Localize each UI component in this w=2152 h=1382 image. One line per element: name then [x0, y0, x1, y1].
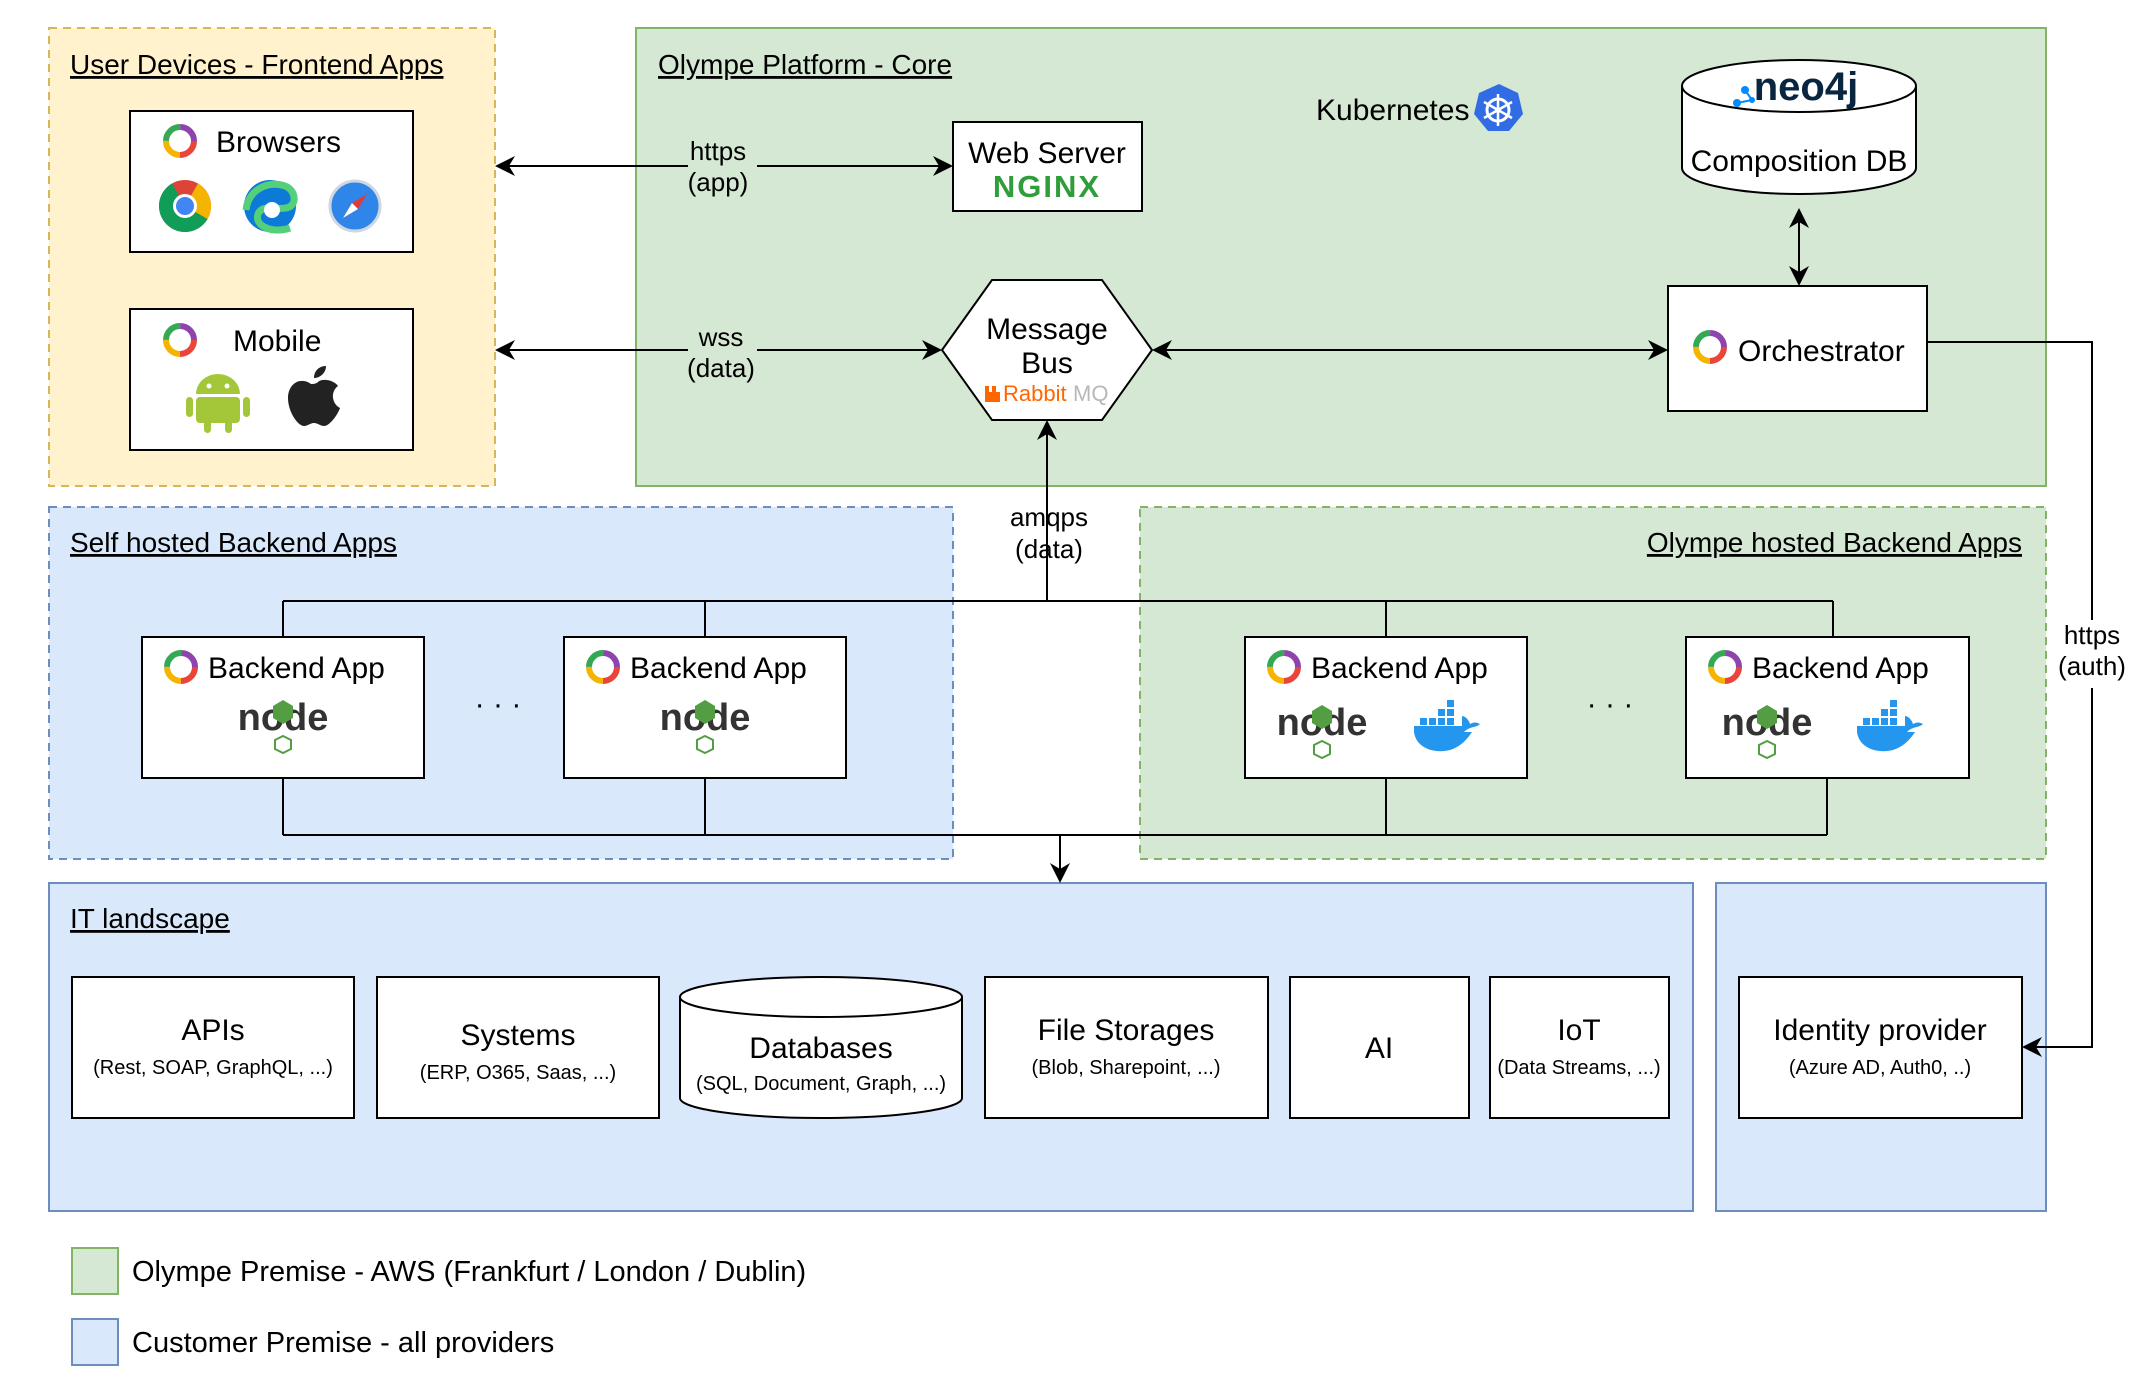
edge-label-data: (data): [687, 353, 755, 383]
kubernetes-label: Kubernetes: [1316, 94, 1469, 127]
backend-app-label: Backend App: [1311, 652, 1488, 685]
apple-icon: [288, 366, 340, 426]
message-bus-hexagon: Message Bus Rabbit MQ: [940, 279, 1154, 421]
edge-label-bg: [2052, 620, 2132, 688]
neo4j-logo: neo4j: [1733, 65, 1858, 109]
composition-db-cylinder: neo4j Composition DB: [1681, 59, 1917, 195]
iot-sublabel: (Data Streams, ...): [1497, 1057, 1660, 1079]
legend-customer-label: Customer Premise - all providers: [132, 1327, 554, 1359]
file-storages-sublabel: (Blob, Sharepoint, ...): [1032, 1057, 1221, 1079]
iot-box: IoT (Data Streams, ...): [1489, 976, 1670, 1119]
region-it-landscape-title: IT landscape: [70, 903, 230, 934]
edge-label-https-auth: https: [2064, 620, 2120, 650]
legend-olympe-label: Olympe Premise - AWS (Frankfurt / London…: [132, 1256, 806, 1288]
message-bus-label-1: Message: [986, 313, 1108, 346]
legend-swatch-olympe: [71, 1247, 119, 1295]
svg-text:Rabbit: Rabbit: [1003, 381, 1067, 406]
mobile-box: Mobile: [129, 308, 414, 451]
edge-label-auth: (auth): [2058, 651, 2126, 681]
edge-label-https: https: [690, 136, 746, 166]
iot-label: IoT: [1557, 1014, 1600, 1047]
kubernetes-icon: [1474, 84, 1523, 131]
edge-label-wss: wss: [698, 322, 744, 352]
backend-app-label: Backend App: [630, 652, 807, 685]
message-bus-label-2: Bus: [1021, 347, 1073, 380]
nginx-logo: NGINX: [993, 169, 1101, 204]
identity-provider-sublabel: (Azure AD, Auth0, ..): [1789, 1057, 1971, 1079]
apis-label: APIs: [181, 1014, 244, 1047]
ai-label: AI: [1365, 1032, 1393, 1065]
apis-sublabel: (Rest, SOAP, GraphQL, ...): [93, 1057, 333, 1079]
backend-app-box: Backend App: [1244, 636, 1528, 779]
orchestrator-label: Orchestrator: [1738, 335, 1905, 368]
edge-label-app: (app): [688, 167, 749, 197]
region-olympe-hosted-title: Olympe hosted Backend Apps: [1647, 527, 2022, 558]
browsers-label: Browsers: [216, 126, 341, 159]
systems-sublabel: (ERP, O365, Saas, ...): [420, 1062, 616, 1084]
edge-label-amqps-data: (data): [1015, 534, 1083, 564]
databases-cylinder: Databases (SQL, Document, Graph, ...): [679, 976, 963, 1119]
rabbitmq-logo: Rabbit MQ: [985, 381, 1108, 406]
file-storages-label: File Storages: [1038, 1014, 1215, 1047]
edge-browser-icon: [242, 180, 298, 234]
browsers-box: Browsers: [129, 110, 414, 253]
legend: Olympe Premise - AWS (Frankfurt / London…: [71, 1247, 806, 1366]
chrome-icon: [159, 180, 211, 232]
backend-app-label: Backend App: [1752, 652, 1929, 685]
databases-label: Databases: [749, 1032, 892, 1065]
backend-app-box: Backend App: [1685, 636, 1970, 779]
systems-label: Systems: [460, 1019, 575, 1052]
apis-box: APIs (Rest, SOAP, GraphQL, ...): [71, 976, 355, 1119]
ellipsis-self-hosted: · · ·: [475, 688, 522, 721]
region-platform-core-title: Olympe Platform - Core: [658, 49, 952, 80]
backend-app-box: Backend App: [563, 636, 847, 779]
composition-db-label: Composition DB: [1691, 145, 1908, 178]
region-self-hosted-title: Self hosted Backend Apps: [70, 527, 397, 558]
identity-provider-label: Identity provider: [1773, 1014, 1986, 1047]
android-icon: [186, 374, 250, 433]
ai-box: AI: [1289, 976, 1470, 1119]
connectors: [282, 156, 2093, 1057]
backend-app-box: Backend App: [141, 636, 425, 779]
orchestrator-box: Orchestrator: [1667, 285, 1928, 412]
web-server-box: Web Server NGINX: [952, 121, 1143, 212]
legend-swatch-customer: [71, 1318, 119, 1366]
identity-provider-box: Identity provider (Azure AD, Auth0, ..): [1738, 976, 2023, 1119]
safari-icon: [328, 179, 382, 233]
region-user-devices-title: User Devices - Frontend Apps: [70, 49, 444, 80]
kubernetes-label-group: Kubernetes: [1316, 84, 1523, 131]
backend-app-label: Backend App: [208, 652, 385, 685]
systems-box: Systems (ERP, O365, Saas, ...): [376, 976, 660, 1119]
edge-label-amqps: amqps: [1010, 502, 1088, 532]
web-server-label: Web Server: [968, 137, 1126, 170]
svg-text:neo4j: neo4j: [1754, 65, 1858, 109]
databases-sublabel: (SQL, Document, Graph, ...): [696, 1073, 946, 1095]
file-storages-box: File Storages (Blob, Sharepoint, ...): [984, 976, 1269, 1119]
ellipsis-olympe-hosted: · · ·: [1587, 688, 1634, 721]
mobile-label: Mobile: [233, 325, 321, 358]
svg-text:MQ: MQ: [1073, 381, 1108, 406]
